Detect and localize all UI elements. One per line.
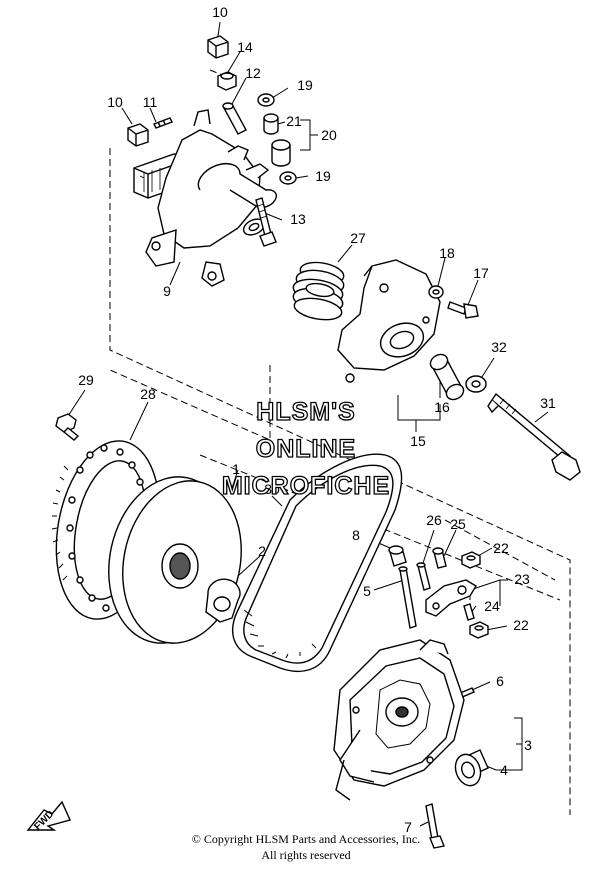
callout-22-bottom: 22	[513, 617, 529, 633]
callout-16: 16	[434, 399, 450, 415]
callout-9: 9	[163, 283, 171, 299]
callout-13: 13	[290, 211, 306, 227]
part-19-washer-bottom	[279, 171, 297, 185]
callout-25: 25	[450, 516, 466, 532]
part-5-pin	[398, 566, 417, 629]
part-23-arm	[425, 579, 477, 617]
part-24-bolt	[463, 603, 475, 621]
watermark-line-1: HLSM'S	[256, 397, 356, 426]
part-2-clip	[205, 578, 241, 623]
callout-5: 5	[363, 583, 371, 599]
part-32-washer	[465, 375, 487, 393]
part-10-top-block	[207, 35, 229, 59]
part-22-nut-bottom	[469, 621, 489, 639]
callout-23: 23	[514, 571, 530, 587]
callout-22-top: 22	[493, 540, 509, 556]
callout-18: 18	[439, 245, 455, 261]
part-15-cover-plate	[337, 259, 441, 383]
callout-31: 31	[540, 395, 556, 411]
callout-19-bottom: 19	[315, 168, 331, 184]
callout-11: 11	[143, 94, 158, 110]
callout-28: 28	[140, 386, 156, 402]
part-16-bushing	[429, 353, 465, 401]
part-17-bolt	[447, 301, 479, 319]
part-14-nut	[217, 71, 237, 91]
callout-1: 1	[232, 461, 240, 477]
callout-10-top: 10	[212, 4, 228, 20]
callout-4: 4	[500, 762, 508, 778]
part-30-drive-belt	[231, 453, 403, 673]
callout-8: 8	[352, 527, 360, 543]
callout-6: 6	[496, 673, 504, 689]
part-25-roller	[432, 547, 447, 569]
part-4-bushing	[454, 749, 489, 787]
watermark-line-2: ONLINE	[255, 434, 357, 463]
callout-2: 2	[258, 543, 266, 559]
fwd-arrow-icon: FWD	[26, 800, 71, 833]
part-19-washer-top	[257, 93, 275, 107]
callout-14: 14	[237, 39, 253, 55]
part-31-long-bolt	[487, 392, 581, 481]
part-8-cap	[388, 545, 407, 567]
callout-19-top: 19	[297, 77, 313, 93]
callout-24: 24	[484, 598, 500, 614]
part-3-clutch-housing	[333, 639, 465, 801]
callout-3: 3	[524, 737, 532, 753]
callout-7: 7	[404, 819, 412, 835]
part-12-pin	[222, 102, 247, 135]
watermark-line-3: MICROFICHE	[221, 471, 391, 500]
callout-20: 20	[321, 127, 337, 143]
callout-10-left: 10	[107, 94, 123, 110]
callout-12: 12	[245, 65, 261, 81]
part-10-left-block	[127, 123, 149, 147]
callout-17: 17	[473, 265, 489, 281]
part-21-bushing-small	[263, 113, 279, 135]
part-18-washer	[428, 285, 444, 299]
callout-numbers: 10 14 12 19 10 11 21 20 19 13 9 27 18 17…	[78, 4, 556, 835]
callout-26: 26	[426, 512, 442, 528]
part-9-spider-assembly	[133, 109, 277, 287]
callout-27: 27	[350, 230, 366, 246]
part-13-bolt	[255, 197, 277, 247]
part-7-bolt	[425, 803, 445, 849]
part-27-spring	[292, 261, 345, 321]
callout-15: 15	[410, 433, 426, 449]
callout-32: 32	[491, 339, 507, 355]
callout-21: 21	[286, 113, 302, 129]
rights-text: All rights reserved	[261, 848, 351, 862]
copyright-text: © Copyright HLSM Parts and Accessories, …	[191, 832, 421, 846]
callout-30: 30	[264, 481, 280, 497]
part-29-bolt	[55, 413, 80, 441]
part-21-bushing-large	[271, 139, 291, 167]
part-22-nut-top	[461, 551, 481, 569]
callout-29: 29	[78, 372, 94, 388]
part-11-spring-pin	[153, 117, 173, 129]
part-26-pin	[416, 562, 431, 591]
